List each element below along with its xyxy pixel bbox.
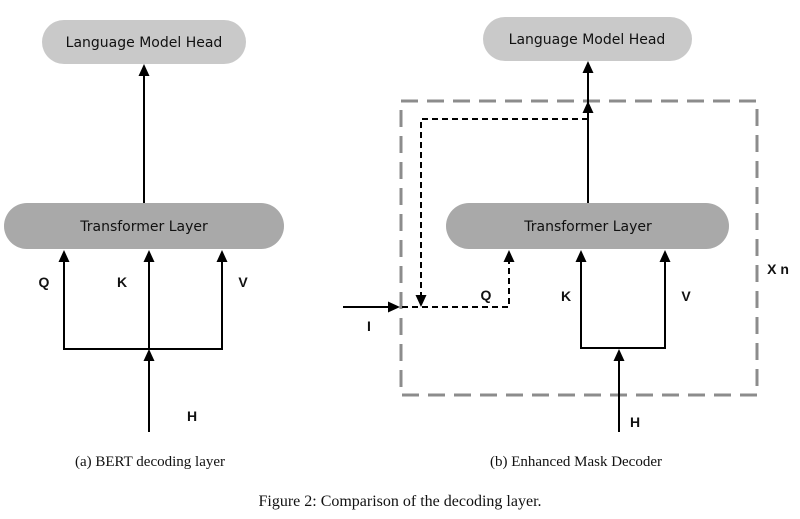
transformer-shape (4, 203, 284, 249)
v-arrowhead-icon (659, 250, 671, 262)
panel-b-output-arrow (582, 61, 594, 203)
i-label: I (367, 318, 371, 334)
feedback-arrowhead-icon (415, 295, 427, 307)
panel-b-transformer-box: Transformer Layer (446, 203, 729, 249)
panel-a-lm-head-box: Language Model Head (42, 20, 246, 64)
panel-b-kv-arrows (575, 250, 671, 349)
panel-a-qkv-arrows (58, 250, 228, 350)
q-label: Q (39, 274, 50, 290)
feedback-dotted-line (420, 118, 588, 296)
panel-a-h-arrow (143, 349, 155, 432)
panel-a-output-arrow (138, 64, 150, 203)
h-arrowhead-icon (613, 349, 625, 361)
k-arrowhead-icon (575, 250, 587, 262)
v-label: V (681, 288, 691, 304)
panel-a-bert-decoding-layer: Language Model Head Transformer Layer (4, 20, 284, 470)
query-dotted-line (402, 262, 510, 308)
transformer-label: Transformer Layer (79, 219, 208, 235)
transformer-shape (446, 203, 729, 249)
panel-b-query-path (402, 250, 515, 308)
panel-a-transformer-box: Transformer Layer (4, 203, 284, 249)
h-label: H (630, 414, 640, 430)
panel-b-enhanced-mask-decoder: Language Model Head Transformer Layer (343, 17, 789, 470)
repeat-block-border (399, 99, 759, 397)
i-arrowhead-icon (388, 301, 400, 313)
v-arrowhead-icon (216, 250, 228, 262)
arrowhead-icon (582, 61, 594, 73)
lm-head-shape (42, 20, 246, 64)
q-arrowhead-icon (503, 250, 515, 262)
k-arrowhead-icon (143, 250, 155, 262)
k-label: K (561, 288, 571, 304)
figure-caption: Figure 2: Comparison of the decoding lay… (258, 493, 541, 510)
lm-head-shape (483, 17, 692, 61)
panel-b-i-arrow (343, 301, 400, 313)
v-label: V (238, 274, 248, 290)
repeat-label: X n (767, 261, 789, 277)
arrowhead-icon (138, 64, 150, 76)
lm-head-label: Language Model Head (66, 35, 223, 51)
k-label: K (117, 274, 127, 290)
transformer-label: Transformer Layer (523, 219, 652, 235)
h-label: H (187, 408, 197, 424)
h-arrowhead-icon (143, 349, 155, 361)
q-label: Q (481, 287, 492, 303)
panel-b-feedback-path (415, 118, 588, 307)
panel-a-subcaption: (a) BERT decoding layer (75, 454, 225, 470)
panel-b-h-arrow (613, 349, 625, 432)
panel-b-subcaption: (b) Enhanced Mask Decoder (490, 454, 662, 470)
mid-arrowhead-icon (582, 101, 594, 113)
q-arrowhead-icon (58, 250, 70, 262)
panel-b-lm-head-box: Language Model Head (483, 17, 692, 61)
lm-head-label: Language Model Head (509, 32, 666, 48)
